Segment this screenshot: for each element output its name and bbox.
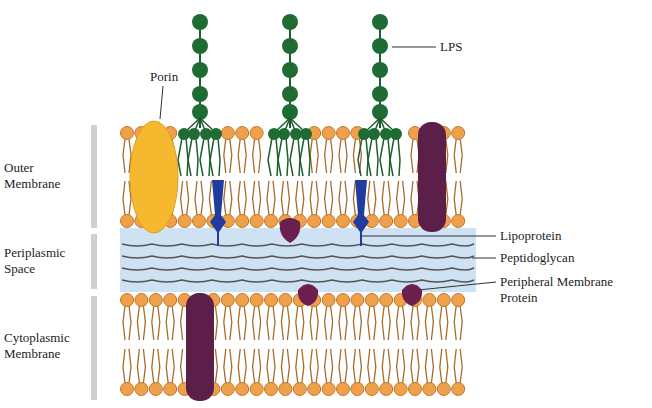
periplasmic-protein xyxy=(280,218,301,243)
phospholipid xyxy=(452,294,465,341)
phospholipid xyxy=(365,294,378,341)
phospholipid xyxy=(178,181,191,228)
phospholipid xyxy=(322,127,335,174)
phospholipid xyxy=(452,127,465,174)
phospholipid xyxy=(265,294,278,341)
phospholipid xyxy=(221,349,234,396)
phospholipid xyxy=(149,349,162,396)
part-label: Peptidoglycan xyxy=(500,250,574,266)
phospholipid xyxy=(337,181,350,228)
porin-label: Porin xyxy=(150,69,178,85)
phospholipid xyxy=(322,349,335,396)
phospholipid xyxy=(423,294,436,341)
phospholipid xyxy=(250,127,263,174)
phospholipid xyxy=(164,294,177,341)
phospholipid xyxy=(193,181,206,228)
peripheral-membrane-protein xyxy=(402,284,422,306)
phospholipid xyxy=(380,181,393,228)
lps-molecule xyxy=(268,14,312,176)
phospholipid xyxy=(351,349,364,396)
phospholipid xyxy=(452,181,465,228)
phospholipid xyxy=(149,294,162,341)
peptidoglycan-strand xyxy=(122,256,474,258)
phospholipid xyxy=(394,349,407,396)
porin xyxy=(130,121,178,233)
phospholipid xyxy=(164,349,177,396)
lipoprotein xyxy=(210,180,226,246)
phospholipid xyxy=(322,181,335,228)
phospholipid xyxy=(437,294,450,341)
phospholipid xyxy=(221,294,234,341)
outer-membrane-protein xyxy=(418,122,446,232)
phospholipid xyxy=(121,294,134,341)
phospholipid xyxy=(221,127,234,174)
region-label: Cytoplasmic Membrane xyxy=(4,330,86,362)
phospholipid xyxy=(337,127,350,174)
phospholipid xyxy=(380,294,393,341)
phospholipid xyxy=(250,294,263,341)
periplasm-ground xyxy=(120,228,476,292)
lps-label: LPS xyxy=(440,39,462,55)
phospholipid xyxy=(135,294,148,341)
region-label: Periplasmic Space xyxy=(4,245,86,277)
phospholipid xyxy=(279,349,292,396)
phospholipid xyxy=(308,181,321,228)
phospholipid xyxy=(380,349,393,396)
phospholipid xyxy=(121,349,134,396)
proteins xyxy=(130,121,446,401)
peripheral-membrane-protein xyxy=(298,284,318,306)
phospholipid xyxy=(351,294,364,341)
phospholipid xyxy=(293,349,306,396)
phospholipid xyxy=(236,181,249,228)
cytoplasmic-membrane-protein xyxy=(186,293,214,401)
part-label: Lipoprotein xyxy=(500,228,561,244)
phospholipid xyxy=(452,349,465,396)
phospholipid xyxy=(236,127,249,174)
phospholipid xyxy=(265,349,278,396)
phospholipid xyxy=(337,349,350,396)
phospholipid xyxy=(322,294,335,341)
leader-lines xyxy=(160,47,496,290)
region-label: Outer Membrane xyxy=(4,160,86,192)
phospholipid xyxy=(409,349,422,396)
lps-molecule xyxy=(178,14,222,176)
phospholipid xyxy=(135,349,148,396)
part-label: Peripheral Membrane Protein xyxy=(500,274,630,306)
lps-molecules xyxy=(178,14,402,176)
peptidoglycan-strand xyxy=(122,280,474,282)
phospholipid xyxy=(394,181,407,228)
phospholipid xyxy=(308,349,321,396)
phospholipid xyxy=(279,294,292,341)
phospholipid xyxy=(365,349,378,396)
phospholipid xyxy=(236,294,249,341)
peptidoglycan-strand xyxy=(122,244,474,246)
phospholipid xyxy=(423,349,436,396)
lps-molecule xyxy=(358,14,402,176)
phospholipid xyxy=(236,349,249,396)
peptidoglycan-strand xyxy=(122,268,474,270)
peptidoglycan-strands xyxy=(122,244,474,282)
phospholipid xyxy=(250,181,263,228)
phospholipid xyxy=(250,349,263,396)
phospholipid xyxy=(265,181,278,228)
phospholipid xyxy=(337,294,350,341)
side-brackets xyxy=(91,125,97,400)
phospholipid xyxy=(437,349,450,396)
